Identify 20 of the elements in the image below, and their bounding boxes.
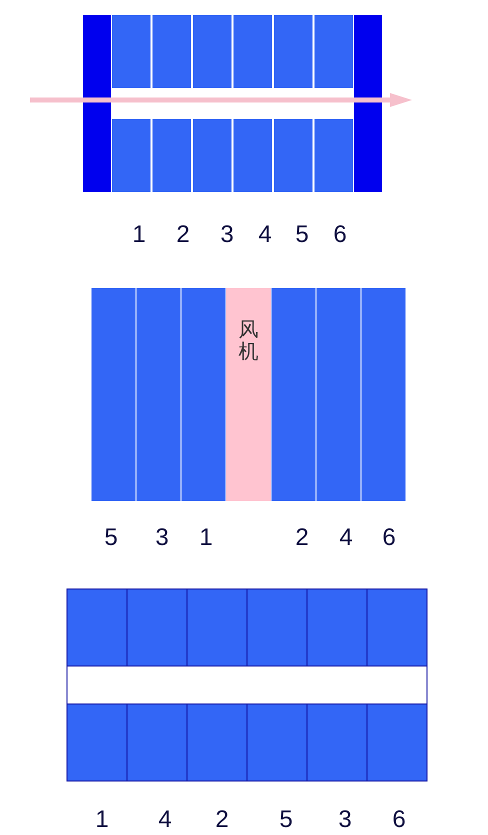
section-number: 2 bbox=[176, 223, 190, 247]
section-number: 4 bbox=[258, 223, 272, 247]
section-number: 6 bbox=[382, 526, 396, 550]
fan-label: 风机 bbox=[238, 318, 258, 362]
section-number: 5 bbox=[104, 526, 118, 550]
section-number: 2 bbox=[295, 526, 309, 550]
section-number: 4 bbox=[158, 808, 172, 832]
section-number: 2 bbox=[215, 808, 229, 832]
section-number: 1 bbox=[132, 223, 146, 247]
section-number: 6 bbox=[333, 223, 347, 247]
section-number: 5 bbox=[295, 223, 309, 247]
section-number: 3 bbox=[155, 526, 169, 550]
section-number: 3 bbox=[338, 808, 352, 832]
section-number: 1 bbox=[199, 526, 213, 550]
fan-band bbox=[226, 288, 271, 501]
section-number: 1 bbox=[95, 808, 109, 832]
section-number: 6 bbox=[392, 808, 406, 832]
section-number: 5 bbox=[279, 808, 293, 832]
section-number: 4 bbox=[339, 526, 353, 550]
section-number: 3 bbox=[220, 223, 234, 247]
